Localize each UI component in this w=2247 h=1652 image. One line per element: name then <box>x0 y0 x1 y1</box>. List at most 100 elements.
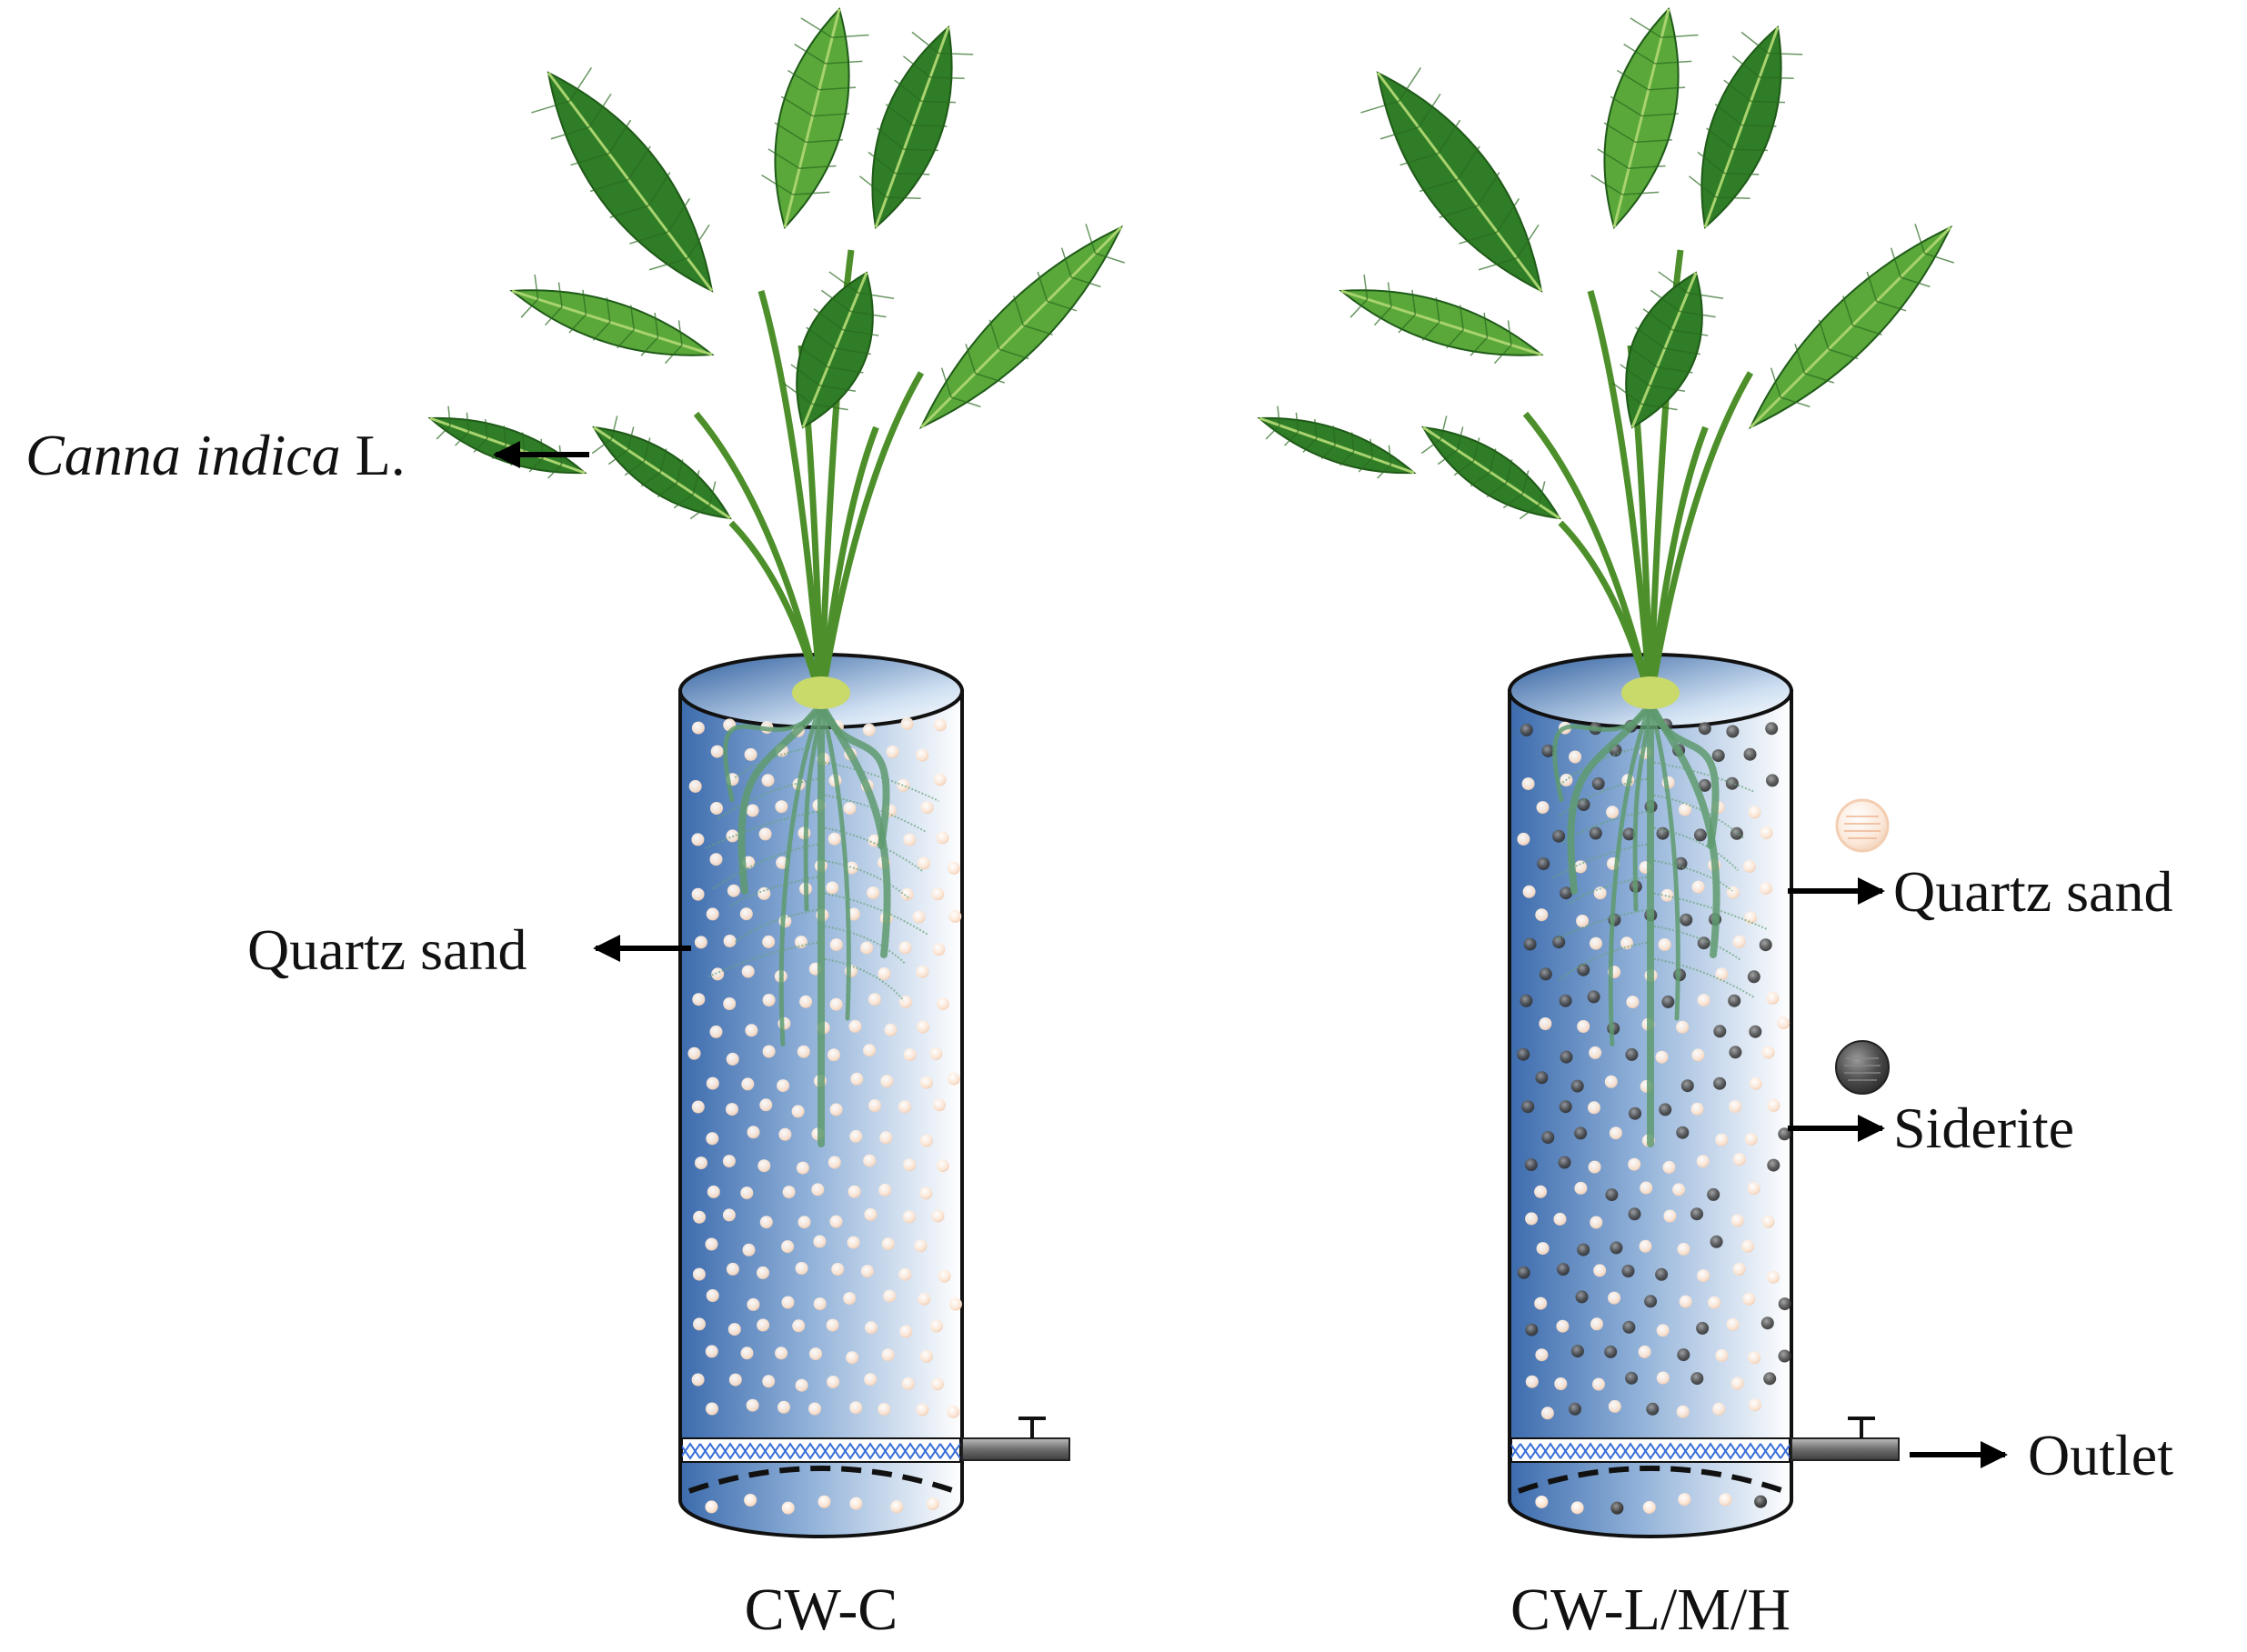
quartz-particle <box>828 1156 841 1169</box>
siderite-particle <box>1713 1076 1727 1090</box>
quartz-particle <box>948 910 962 923</box>
quartz-particle <box>902 1210 916 1224</box>
root-fine <box>1557 745 1651 788</box>
root-fine <box>1650 859 1733 892</box>
quartz-particle <box>847 1236 860 1249</box>
quartz-particle <box>707 1185 720 1198</box>
root-strand <box>778 702 824 1048</box>
quartz-particle <box>797 1045 810 1058</box>
leaf-midrib <box>919 225 1123 429</box>
quartz-particle <box>1576 915 1590 927</box>
siderite-particle <box>1711 749 1725 763</box>
quartz-particle <box>919 1349 933 1363</box>
quartz-particle <box>914 1239 928 1253</box>
quartz-particle <box>903 1158 917 1172</box>
quartz-particle <box>862 723 876 736</box>
quartz-particle <box>691 1100 705 1114</box>
quartz-particle <box>744 1494 757 1507</box>
quartz-particle <box>781 1296 795 1309</box>
quartz-particle <box>849 1129 863 1143</box>
siderite-particle <box>1525 1323 1539 1337</box>
quartz-particle <box>890 1500 904 1514</box>
quartz-particle <box>1676 1020 1690 1034</box>
quartz-particle <box>919 1186 933 1200</box>
quartz-particle <box>795 936 808 949</box>
quartz-particle <box>878 967 891 980</box>
quartz-particle <box>863 1044 877 1057</box>
quartz-particle <box>1760 826 1773 839</box>
root-strand <box>737 701 825 895</box>
quartz-particle <box>1569 750 1582 764</box>
quartz-particle <box>916 965 929 978</box>
quartz-particle <box>791 1105 805 1118</box>
quartz-particle <box>1556 1319 1570 1333</box>
quartz-particle <box>1708 1296 1721 1309</box>
quartz-particle <box>1662 1160 1676 1174</box>
quartz-particle <box>931 1377 944 1391</box>
quartz-particle <box>848 1019 862 1033</box>
root-fine <box>820 859 911 900</box>
root-fine <box>734 908 822 943</box>
siderite-particle <box>1575 1290 1589 1304</box>
root-strand <box>1647 701 1720 849</box>
outlet-pipe <box>961 1437 1070 1461</box>
quartz-particle <box>1574 860 1587 874</box>
stem <box>757 290 825 701</box>
label-quartz-sand-left: Quartz sand <box>247 917 527 982</box>
quartz-particle <box>746 804 759 817</box>
quartz-particle <box>1676 1405 1690 1418</box>
quartz-particle <box>947 1405 960 1418</box>
root-fine <box>820 761 939 802</box>
siderite-particle <box>1523 937 1537 951</box>
siderite-particle <box>1629 1106 1641 1120</box>
quartz-particle <box>826 1318 839 1332</box>
quartz-particle <box>1535 1495 1549 1508</box>
siderite-particle <box>1778 1349 1791 1363</box>
root-fine <box>1650 892 1769 931</box>
quartz-particle <box>843 802 857 816</box>
quartz-particle <box>808 1402 821 1416</box>
quartz-particle <box>727 884 740 897</box>
quartz-particle <box>1760 882 1772 896</box>
quartz-particle <box>831 1263 845 1276</box>
quartz-particle <box>1715 1133 1729 1146</box>
quartz-particle <box>848 1185 861 1198</box>
root-fine <box>1650 826 1739 872</box>
quartz-particle <box>726 1103 738 1116</box>
quartz-particle <box>792 1319 806 1333</box>
quartz-particle <box>1730 1377 1744 1390</box>
quartz-particle <box>1534 1297 1548 1310</box>
plant-roots <box>1552 701 1769 1149</box>
quartz-particle <box>917 856 930 870</box>
quartz-particle <box>747 1126 760 1139</box>
leaf-midrib <box>1422 426 1560 520</box>
quartz-particle <box>864 1373 878 1387</box>
underdrain-dashed <box>1518 1466 1785 1494</box>
root-fine <box>729 876 822 907</box>
leaf-midrib <box>1259 416 1415 475</box>
quartz-particle <box>726 1262 739 1276</box>
siderite-particle <box>1591 777 1605 790</box>
quartz-particle <box>845 861 858 875</box>
quartz-particle <box>706 1076 719 1090</box>
siderite-particle <box>1680 913 1693 926</box>
quartz-particle <box>1517 832 1530 846</box>
quartz-particle <box>1536 1242 1550 1256</box>
root-strand <box>1608 702 1653 1048</box>
quartz-particle <box>740 1186 754 1200</box>
quartz-particle <box>860 941 874 955</box>
siderite-particle <box>1696 1321 1710 1335</box>
quartz-particle <box>1715 1348 1729 1362</box>
stem <box>1587 290 1654 701</box>
quartz-particle <box>1522 885 1536 898</box>
quartz-particle <box>880 1075 894 1088</box>
quartz-particle <box>1761 1215 1775 1228</box>
quartz-particle <box>886 745 899 758</box>
quartz-particle <box>762 1045 776 1058</box>
quartz-particle <box>1577 1020 1590 1033</box>
siderite-particle <box>1537 857 1550 871</box>
quartz-particle <box>1540 1407 1554 1420</box>
quartz-particle <box>1726 886 1740 899</box>
quartz-particle <box>1677 1242 1690 1256</box>
root-fine <box>820 892 929 936</box>
